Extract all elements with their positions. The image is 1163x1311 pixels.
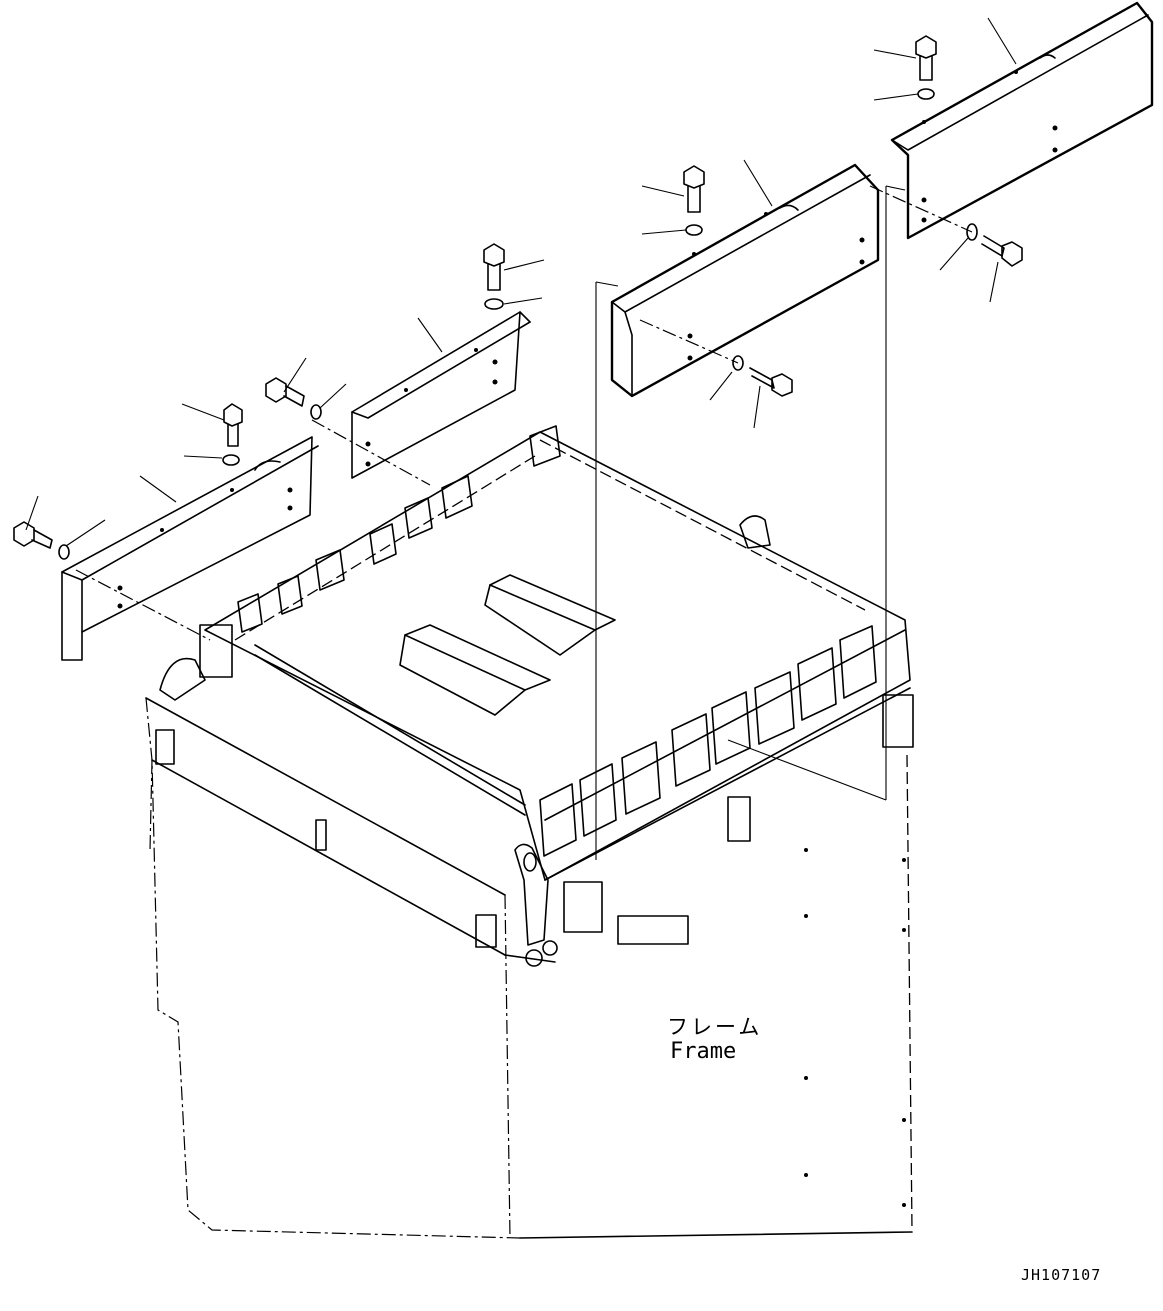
washer-icon [686, 225, 702, 235]
bolt-icon [266, 378, 304, 406]
washer-icon [967, 224, 977, 240]
bolt-icon [224, 404, 242, 446]
bolt-icon [684, 166, 704, 212]
cover-center-right [612, 165, 878, 396]
bolt-icon [750, 368, 792, 396]
bolts-and-washers [14, 36, 1022, 559]
washer-icon [918, 89, 934, 99]
washer-icon [59, 545, 69, 559]
cover-left [62, 437, 318, 660]
frame-top-deck [200, 426, 910, 880]
cover-center-left [352, 312, 530, 478]
bolt-icon [484, 244, 504, 290]
drawing-code: JH107107 [1021, 1266, 1101, 1284]
bolt-icon [916, 36, 936, 80]
frame-label-jp: フレーム [667, 1015, 762, 1039]
frame-label-en: Frame [670, 1039, 736, 1064]
washer-icon [223, 455, 239, 465]
washer-icon [311, 405, 321, 419]
frame-body [146, 659, 913, 1238]
washer-icon [485, 299, 503, 309]
bolt-icon [14, 522, 52, 548]
leader-lines [26, 18, 1016, 860]
bolt-icon [982, 236, 1022, 266]
washer-icon [733, 356, 743, 370]
cover-right [892, 3, 1152, 238]
